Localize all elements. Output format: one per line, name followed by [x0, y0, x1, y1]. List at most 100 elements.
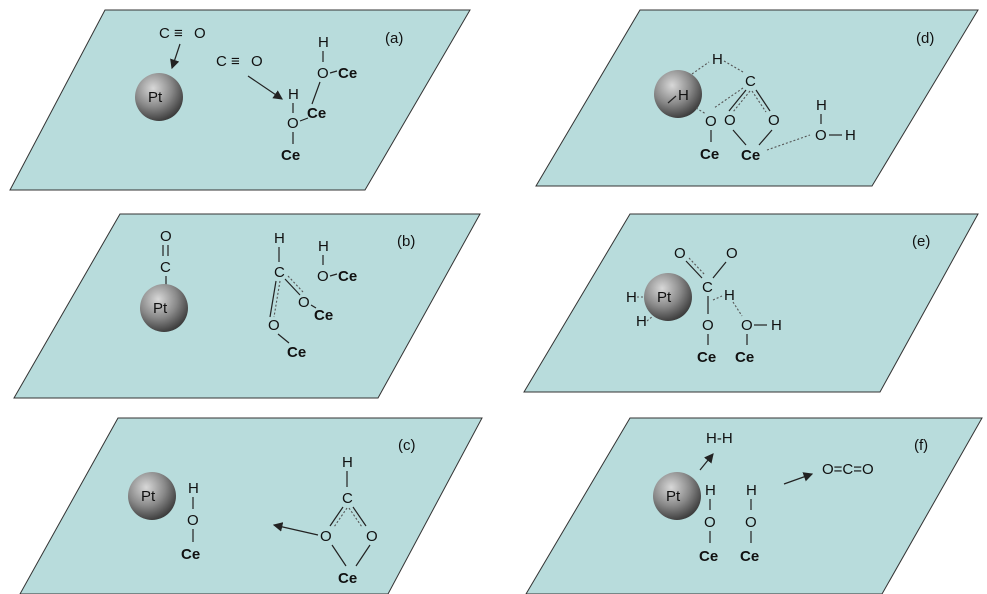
bond [329, 506, 344, 527]
atom-h: H [845, 127, 856, 144]
bond [329, 273, 338, 277]
atom-c: C [160, 259, 171, 276]
bond [685, 260, 703, 279]
bond [667, 95, 677, 104]
atom-h: H [288, 86, 299, 103]
atom-c: C [702, 279, 713, 296]
partial-bond [646, 315, 654, 322]
atom-o: O [317, 65, 329, 82]
atom-c: C [342, 490, 353, 507]
atom-h: H [626, 289, 637, 306]
partial-bond [751, 90, 767, 113]
bond [728, 89, 747, 112]
atom-ce: Ce [700, 146, 719, 163]
triple-bond: ≡ [174, 25, 183, 42]
atom-ce: Ce [735, 349, 754, 366]
atom-o: O [704, 514, 716, 531]
atom-o: O [366, 528, 378, 545]
atom-o: O [317, 268, 329, 285]
partial-bond [712, 295, 723, 301]
pt-sphere [135, 73, 183, 121]
partial-bond [695, 107, 707, 115]
atom-h: H [678, 87, 689, 104]
atom-ce: Ce [338, 65, 357, 82]
atom-h: H [188, 480, 199, 497]
atom-pt: Pt [148, 89, 163, 106]
atom-h: H [274, 230, 285, 247]
atom-ce: Ce [740, 548, 759, 565]
surface-plane [523, 213, 979, 393]
atom-ce: Ce [307, 105, 326, 122]
adsorption-arrow [247, 75, 283, 100]
atom-h: H [705, 482, 716, 499]
h2-molecule: H-H [706, 430, 733, 447]
atom-o: O [674, 245, 686, 262]
atom-c: C [216, 53, 227, 70]
atom-pt: Pt [153, 300, 168, 317]
panel-e: (e) Pt H H O O C H O Ce O H Ce [523, 213, 979, 393]
atom-o: O [741, 317, 753, 334]
partial-bond [732, 301, 743, 317]
atom-o: O [726, 245, 738, 262]
atom-o: O [320, 528, 332, 545]
atom-o: O [298, 294, 310, 311]
bond [758, 129, 773, 146]
atom-o: O [187, 512, 199, 529]
atom-o: O [768, 112, 780, 129]
atom-ce: Ce [281, 147, 300, 164]
bond [331, 544, 347, 567]
bond [277, 333, 290, 344]
bond [311, 81, 321, 105]
pt-sphere [644, 273, 692, 321]
atom-ce: Ce [697, 349, 716, 366]
co2-molecule: O=C=O [822, 461, 874, 478]
bond [352, 506, 367, 527]
atom-o: O [160, 228, 172, 245]
desorption-arrow [699, 453, 714, 471]
desorption-arrow [783, 472, 814, 485]
panel-d: (d) H H C O Ce O O Ce H O H [535, 9, 979, 187]
bond [269, 280, 277, 318]
surface-plane [525, 417, 983, 594]
bond [732, 129, 747, 146]
atom-h: H [746, 482, 757, 499]
atom-h: H [771, 317, 782, 334]
atom-o: O [815, 127, 827, 144]
bond [299, 117, 309, 122]
atom-o: O [194, 25, 206, 42]
atom-h: H [318, 238, 329, 255]
panel-label: (a) [385, 30, 403, 47]
atom-o: O [268, 317, 280, 334]
panel-label: (e) [912, 233, 930, 250]
panel-label: (c) [398, 437, 416, 454]
atom-ce: Ce [181, 546, 200, 563]
atom-pt: Pt [141, 488, 156, 505]
panel-b: (b) O C Pt H C O Ce O Ce H O Ce [13, 213, 481, 399]
pt-sphere [140, 284, 188, 332]
atom-c: C [745, 73, 756, 90]
bond [755, 89, 771, 112]
pt-sphere [653, 472, 701, 520]
atom-o: O [702, 317, 714, 334]
partial-bond [713, 87, 744, 109]
atom-h: H [724, 287, 735, 304]
atom-ce: Ce [699, 548, 718, 565]
panel-f: (f) H-H Pt H O Ce H O Ce O=C=O [525, 417, 983, 594]
panel-c: (c) Pt H O Ce H C O O Ce [19, 417, 483, 594]
desorption-arrow [272, 522, 319, 536]
panel-a: (a) C ≡ O Pt C ≡ O H O Ce H O Ce Ce [9, 9, 471, 191]
atom-c: C [159, 25, 170, 42]
bond [329, 70, 338, 74]
triple-bond: ≡ [231, 53, 240, 70]
bond [712, 261, 727, 279]
atom-o: O [705, 113, 717, 130]
atom-ce: Ce [741, 147, 760, 164]
panel-label: (d) [916, 30, 934, 47]
pt-sphere [654, 70, 702, 118]
atom-h: H [816, 97, 827, 114]
atom-c: C [274, 264, 285, 281]
bond [310, 304, 317, 309]
atom-h: H [342, 454, 353, 471]
panel-label: (f) [914, 437, 928, 454]
pt-sphere [128, 472, 176, 520]
